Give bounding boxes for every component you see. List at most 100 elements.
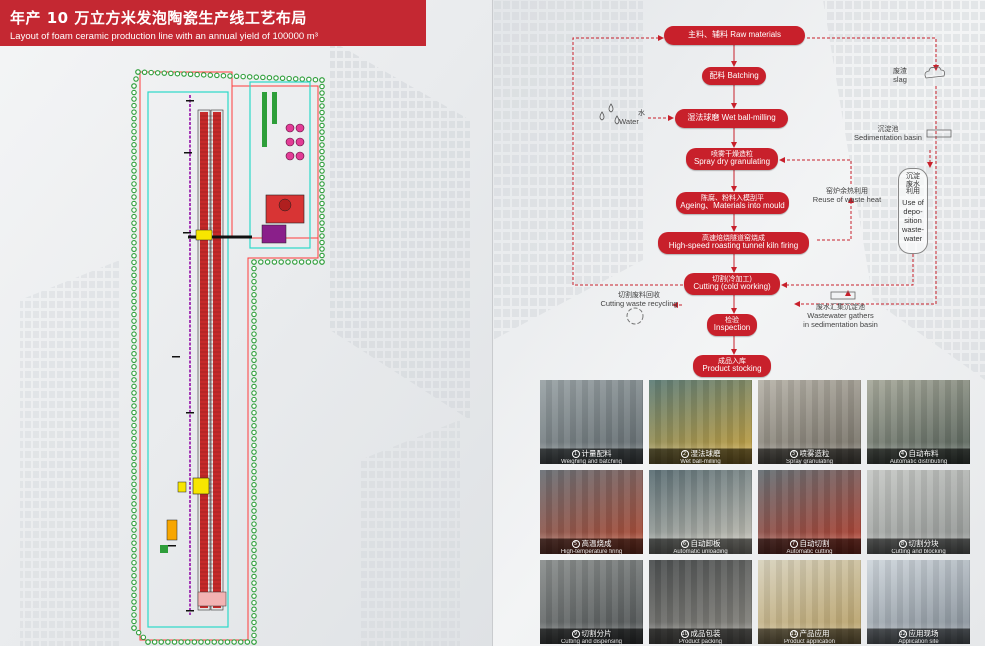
- tree-marker: [306, 76, 312, 83]
- tree-marker: [131, 142, 137, 148]
- powder-silo: [261, 224, 287, 244]
- photo-caption-en: Spray granulating: [785, 459, 834, 464]
- tree-marker: [260, 74, 266, 81]
- tree-marker: [319, 200, 325, 207]
- deposition-line-2: sition: [904, 216, 922, 226]
- step-raw-materials: 主料、辅料 Raw materials: [664, 26, 805, 45]
- tree-marker: [258, 259, 264, 265]
- conveyor-hopper: [195, 229, 213, 241]
- left-page: 年产 10 万立方米发泡陶瓷生产线工艺布局 Layout of foam cer…: [0, 0, 492, 646]
- tree-marker: [251, 416, 257, 422]
- arrow-heat-reuse-2: [779, 157, 852, 184]
- tree-marker: [319, 181, 325, 187]
- tree-marker: [131, 220, 137, 226]
- tree-marker: [131, 96, 137, 102]
- tree-marker: [299, 76, 306, 82]
- step-ageing-en: Ageing、Materials into mould: [680, 201, 785, 211]
- tree-marker: [251, 403, 257, 409]
- step-wet-ball-milling: 湿法球磨 Wet ball-milling: [675, 109, 788, 128]
- photo-caption-en: Automatic unloading: [673, 549, 728, 554]
- tree-marker: [251, 534, 257, 540]
- tree-marker: [131, 494, 137, 501]
- ball-mill-tank: [285, 137, 295, 147]
- tree-marker: [168, 70, 174, 77]
- tree-marker: [131, 187, 137, 194]
- tree-marker: [251, 436, 257, 442]
- tree-marker: [251, 468, 257, 475]
- tree-marker: [148, 69, 154, 76]
- tree-marker: [131, 181, 137, 187]
- step-kiln-en: High-speed roasting tunnel kiln firing: [668, 241, 799, 251]
- photo-caption-zh-text: 自动布料: [908, 449, 939, 458]
- photo-caption-zh-text: 切割分块: [908, 539, 939, 548]
- tree-marker: [251, 475, 257, 481]
- tree-marker: [131, 422, 137, 429]
- tree-marker: [251, 449, 257, 455]
- tree-marker: [131, 507, 137, 514]
- tree-marker: [174, 70, 181, 77]
- left-background: [0, 0, 492, 646]
- tree-marker: [131, 488, 137, 494]
- step-ageing-zh: 陈腐、粉料入模刮平: [701, 195, 764, 203]
- tree-marker: [312, 259, 318, 265]
- tree-marker: [251, 540, 257, 547]
- tree-marker: [131, 285, 137, 292]
- tree-marker: [140, 634, 147, 641]
- tree-marker: [319, 168, 325, 174]
- tree-marker: [151, 639, 158, 645]
- step-cutting: 切割(冷加工)Cutting (cold working): [684, 273, 780, 295]
- plan-mark: [183, 232, 191, 234]
- small-plan-markings: [168, 100, 194, 612]
- photo-caption-en: Automatic distributing: [889, 459, 948, 464]
- arrow-wastewater-reuse: [781, 254, 914, 288]
- tree-marker: [131, 200, 137, 207]
- tree-marker: [251, 337, 257, 344]
- tree-marker: [251, 324, 257, 331]
- tree-marker: [187, 71, 194, 78]
- tree-marker: [319, 83, 325, 90]
- tree-marker: [131, 573, 137, 579]
- ball-mill-tank: [295, 123, 305, 133]
- tree-marker: [131, 364, 137, 370]
- step-cutting-en: Cutting (cold working): [693, 282, 771, 292]
- tree-marker: [131, 161, 137, 168]
- photo-caption-zh-text: 自动卸板: [690, 539, 721, 548]
- step-stocking-en: Product stocking: [702, 364, 762, 374]
- tree-marker: [198, 639, 204, 645]
- tree-marker: [131, 148, 137, 155]
- tree-marker: [131, 599, 137, 605]
- tree-marker: [251, 429, 257, 436]
- tree-marker: [158, 639, 165, 645]
- tree-marker: [251, 423, 257, 429]
- tree-marker: [319, 259, 325, 265]
- photo-caption-en: Application site: [898, 639, 939, 644]
- tree-marker: [131, 135, 137, 141]
- photo-number: 1: [571, 450, 580, 458]
- tree-marker: [251, 383, 257, 390]
- step-batching: 配料 Batching: [702, 67, 766, 85]
- tree-marker: [131, 226, 137, 233]
- tree-marker: [251, 298, 257, 305]
- tree-marker: [131, 396, 137, 403]
- tree-marker: [131, 259, 137, 266]
- tree-marker: [271, 259, 278, 265]
- recycle-icon: [626, 307, 644, 325]
- tree-marker: [194, 71, 200, 78]
- tree-marker: [131, 625, 137, 631]
- tree-marker: [319, 135, 325, 142]
- tree-marker: [319, 194, 325, 200]
- tree-marker: [131, 605, 137, 612]
